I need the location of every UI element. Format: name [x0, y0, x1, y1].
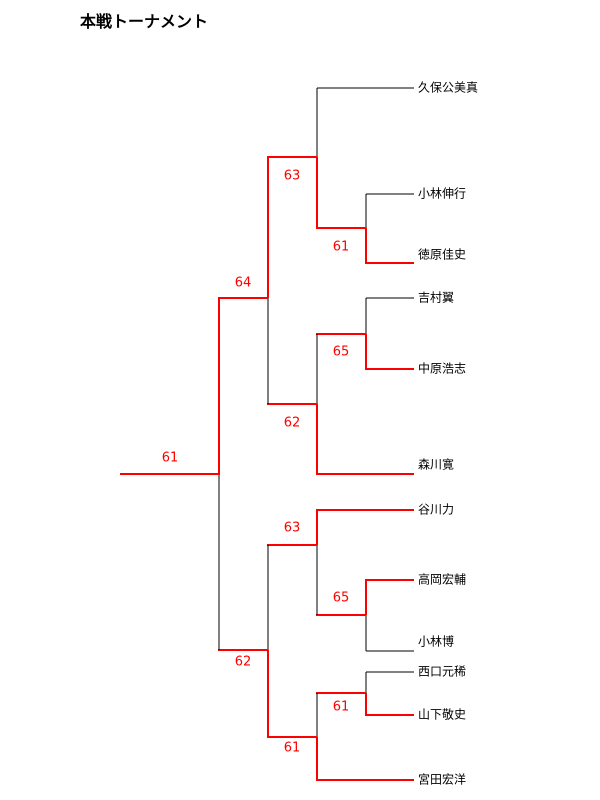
player-name: 中原浩志: [418, 361, 466, 376]
score-qf2: 62: [284, 416, 301, 431]
score-r1-4: 61: [333, 700, 350, 715]
player-name: 宮田宏洋: [418, 772, 466, 787]
score-r1-3: 65: [333, 591, 350, 606]
score-semi-bottom: 62: [235, 655, 252, 670]
player-name: 山下敬史: [418, 708, 466, 722]
player-name: 森川寛: [418, 457, 454, 472]
score-semi-top: 64: [235, 276, 252, 291]
player-name: 西口元稀: [418, 665, 466, 679]
score-final: 61: [162, 451, 179, 466]
match-scores: 61 64 62 63 62 63 61 61 65 65 61: [162, 169, 350, 756]
score-r1-2: 65: [333, 345, 350, 360]
page-title: 本戦トーナメント: [80, 12, 209, 31]
score-qf3: 63: [284, 521, 301, 536]
bracket-lines: [120, 87, 414, 781]
player-name: 吉村翼: [418, 291, 454, 305]
score-qf1: 63: [284, 169, 301, 184]
player-name: 谷川力: [418, 503, 454, 517]
player-name: 高岡宏輔: [418, 572, 466, 587]
score-qf4: 61: [284, 741, 301, 756]
player-name: 久保公美真: [418, 81, 478, 95]
player-names: 久保公美真 小林伸行 徳原佳史 吉村翼 中原浩志 森川寛 谷川力 高岡宏輔 小林…: [418, 81, 478, 787]
player-name: 小林伸行: [418, 187, 466, 201]
score-r1-1: 61: [333, 240, 350, 255]
player-name: 徳原佳史: [418, 247, 466, 262]
player-name: 小林博: [418, 634, 454, 649]
